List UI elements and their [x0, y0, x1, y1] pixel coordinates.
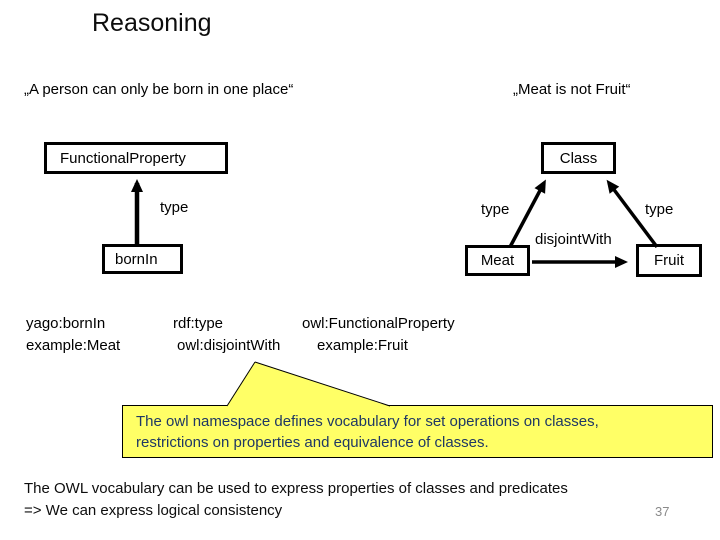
callout-line-1: The owl namespace defines vocabulary for… [136, 413, 599, 430]
quote-born-in-one-place: „A person can only be born in one place“ [24, 81, 294, 98]
page-number: 37 [655, 504, 670, 519]
slide-title: Reasoning [92, 9, 212, 37]
type-edge-label-meat: type [481, 201, 510, 218]
class-node: Class [541, 142, 616, 174]
born-in-node: bornIn [102, 244, 183, 274]
callout-pointer-left-edge [226, 361, 256, 407]
fruit-node: Fruit [636, 244, 702, 277]
triple-owl-functional-property: owl:FunctionalProperty [302, 315, 455, 332]
meat-node: Meat [465, 245, 530, 276]
callout-pointer-right-edge [254, 361, 391, 407]
triple-rdf-type: rdf:type [173, 315, 224, 332]
triple-example-fruit: example:Fruit [317, 337, 408, 354]
callout-line-2: restrictions on properties and equivalen… [136, 434, 489, 451]
footer-line-1: The OWL vocabulary can be used to expres… [24, 480, 568, 497]
owl-namespace-callout: The owl namespace defines vocabulary for… [122, 405, 713, 458]
functional-property-node: FunctionalProperty [44, 142, 228, 174]
disjoint-with-edge-label: disjointWith [535, 231, 612, 248]
triple-yago-bornin: yago:bornIn [26, 315, 106, 332]
callout-pointer [227, 362, 390, 407]
quote-meat-not-fruit: „Meat is not Fruit“ [513, 81, 631, 98]
triple-owl-disjoint-with: owl:disjointWith [177, 337, 281, 354]
type-edge-label-fruit: type [645, 201, 674, 218]
footer-line-2: => We can express logical consistency [24, 502, 283, 519]
type-edge-label-bornin: type [160, 199, 189, 216]
triple-example-meat: example:Meat [26, 337, 121, 354]
